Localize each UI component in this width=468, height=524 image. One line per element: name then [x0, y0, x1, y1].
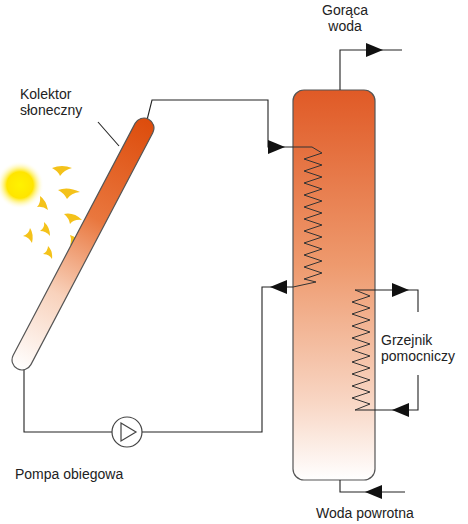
pump-node: Pompa obiegowa: [112, 417, 142, 447]
pump-triangle: [121, 423, 136, 441]
solar-coil: [293, 147, 322, 287]
part-label: Grzejnik pomocniczy: [381, 332, 465, 364]
sun: [0, 161, 44, 209]
storage-tank: [293, 90, 375, 480]
pump-circle: [112, 417, 142, 447]
arrowheads: [268, 43, 409, 499]
heat-exchanger-coils: [293, 147, 370, 410]
pipe-connector: [24, 368, 112, 432]
collector-node: Kolektor słoneczny: [8, 118, 158, 372]
part-label: Woda powrotna: [316, 505, 436, 521]
part-label: Gorąca woda: [314, 2, 376, 34]
auxiliary-coil: [352, 290, 370, 410]
collector-body: [9, 115, 158, 374]
pump-symbol: [112, 417, 142, 447]
pipes: [98, 50, 418, 492]
collector-tube: [8, 118, 158, 372]
part-label: Pompa obiegowa: [15, 466, 145, 482]
part-label: Kolektor słoneczny: [20, 86, 96, 118]
